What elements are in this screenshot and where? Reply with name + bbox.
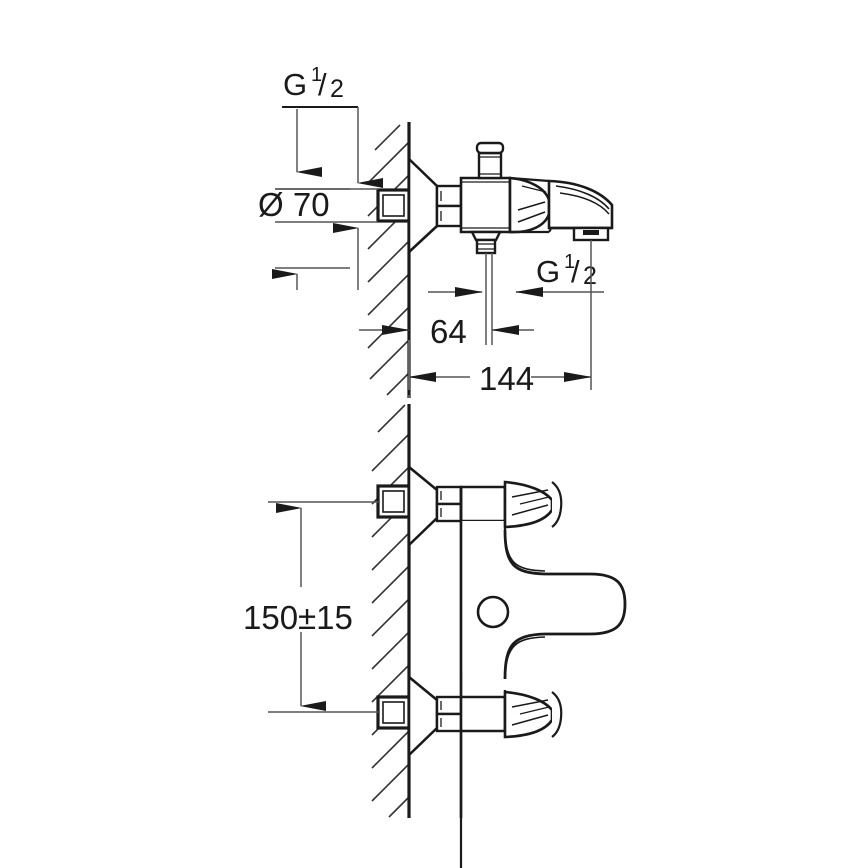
thread-mid-prefix: G [536,254,560,289]
spout-outlet-boss [572,226,610,242]
mixer-body-upper [459,176,512,234]
hex-nut-upper [435,184,463,228]
diameter-label: Ø 70 [258,186,330,223]
spout-loop-lower-view [503,529,627,680]
depth-64-label: 64 [430,313,467,350]
inlet-assembly-upper-lower-view [376,464,463,549]
handle-top-lower-view [503,480,563,529]
dim-diameter-70: Ø 70 [258,186,378,290]
side-elevation-view: G 1 / 2 Ø 70 G 1 / 2 64 [258,64,614,398]
thread-mid-denominator: 2 [583,262,597,290]
spacing-150-label: 150±15 [243,599,353,636]
outlet-spigot-upper [470,230,502,255]
thread-top-denominator: 2 [330,75,344,103]
wall-inlet-fitting-upper [376,188,411,223]
dim-thread-mid: G 1 / 2 [428,251,604,297]
thread-mid-numerator: 1 [564,251,575,273]
diverter-knob-icon [475,141,505,180]
dim-64: 64 [359,253,534,350]
thread-mid-slash: / [571,254,580,289]
inlet-assembly-lower-lower-view [376,674,507,759]
outlet-hole-icon [476,595,510,629]
mixer-body-lower-view [459,485,507,868]
dim-150: 150±15 [243,501,380,713]
thread-top-prefix: G [283,67,307,102]
hex-nut-bottom-lower-view [435,695,463,733]
dim-144: 144 [408,240,592,397]
thread-top-slash: / [318,67,327,102]
length-144-label: 144 [479,360,534,397]
handle-bottom-lower-view [503,690,563,739]
thread-top-numerator: 1 [311,64,322,86]
dim-thread-top: G 1 / 2 [275,64,383,190]
front-elevation-view: 150±15 [243,404,627,868]
hex-nut-top-lower-view [435,485,463,523]
